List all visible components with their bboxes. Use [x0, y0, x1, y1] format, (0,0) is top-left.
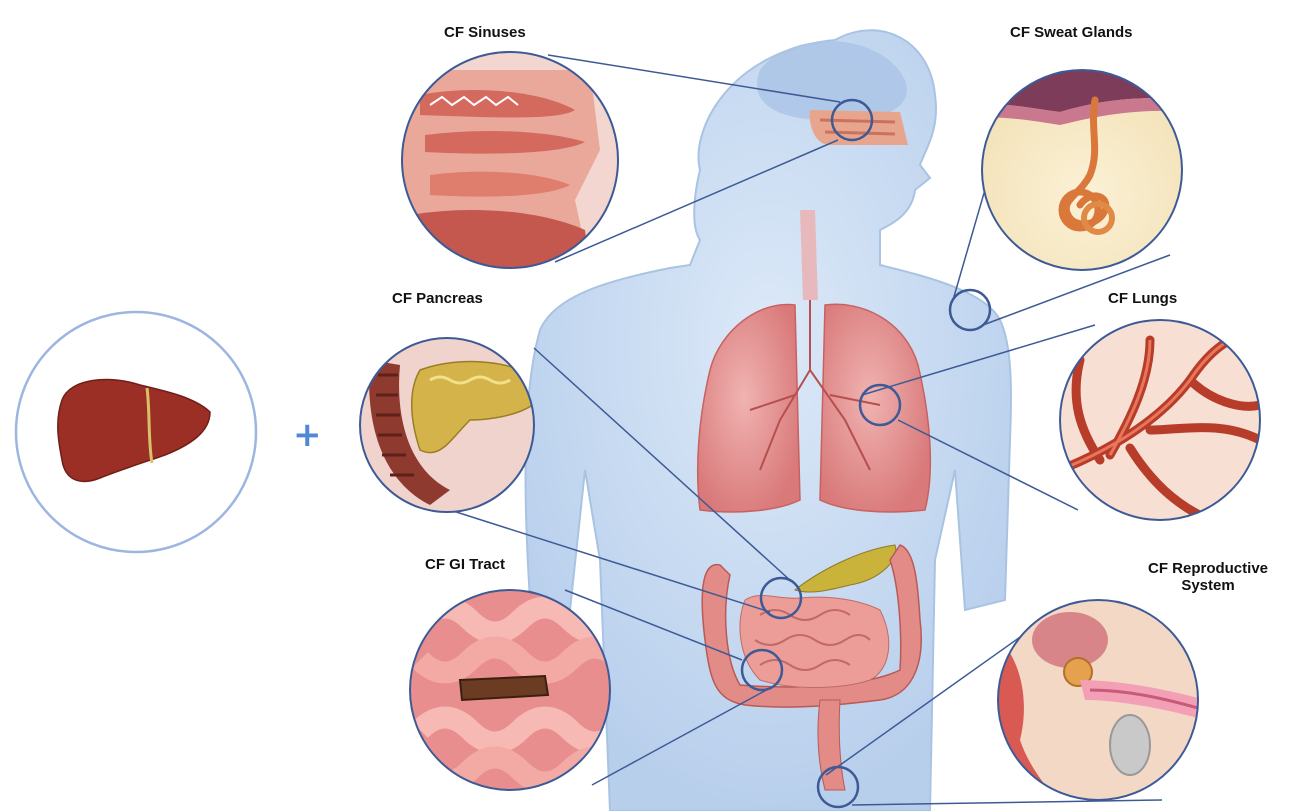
label-cf-reproductive-system: CF Reproductive System	[1128, 560, 1288, 594]
label-cf-gi-tract: CF GI Tract	[425, 556, 505, 573]
label-cf-sinuses: CF Sinuses	[444, 24, 526, 41]
pancreas-zoom	[355, 335, 545, 520]
liver-circle	[16, 312, 256, 552]
plus-sign: +	[293, 418, 322, 452]
label-cf-sweat-glands: CF Sweat Glands	[1010, 24, 1133, 41]
label-cf-lungs: CF Lungs	[1108, 290, 1177, 307]
sinuses-zoom	[400, 50, 620, 270]
label-reproductive-line2: System	[1128, 577, 1288, 594]
reproductive-zoom	[995, 595, 1205, 805]
label-reproductive-line1: CF Reproductive	[1128, 560, 1288, 577]
label-cf-pancreas: CF Pancreas	[392, 290, 483, 307]
sweat-glands-zoom	[980, 70, 1190, 280]
gi-tract-zoom	[405, 585, 620, 795]
throat	[800, 210, 818, 300]
lungs-zoom	[1055, 315, 1270, 530]
